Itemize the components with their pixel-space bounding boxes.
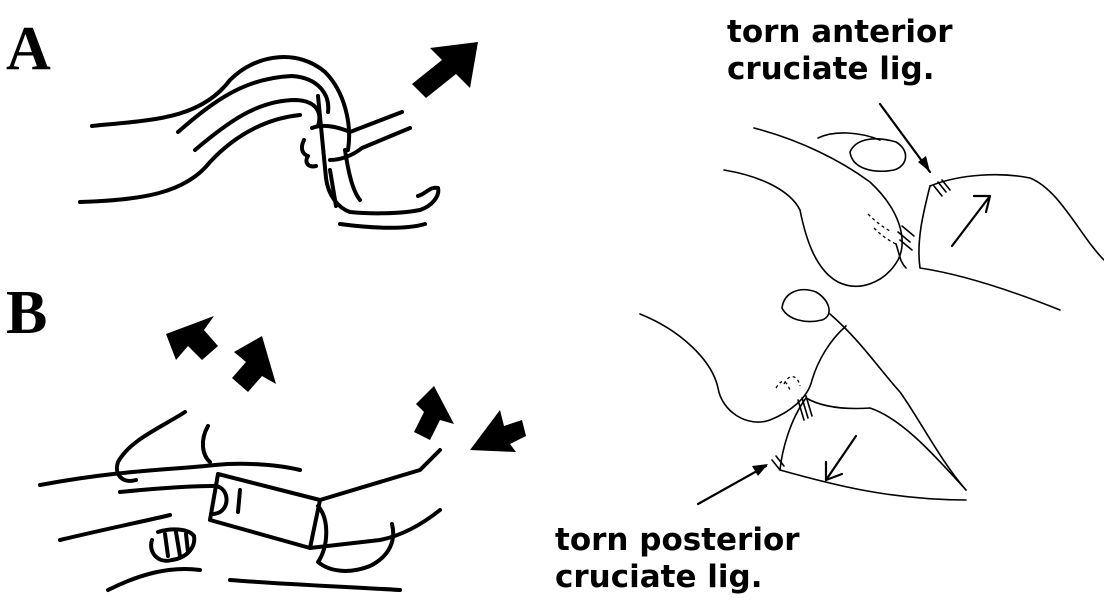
pull-direction-arrow: [232, 336, 276, 392]
push-direction-arrow: [166, 316, 218, 360]
panel-a-leg-drawing: [80, 57, 438, 228]
tibia-motion-arrow: [952, 196, 990, 246]
pull-direction-arrow: [414, 386, 454, 440]
pull-direction-arrow: [412, 42, 478, 98]
push-direction-arrow: [470, 410, 526, 452]
knee-anatomy-lower: [640, 290, 966, 500]
knee-anatomy-upper: [724, 128, 1104, 310]
panel-b-leg-drawing: [40, 412, 440, 590]
